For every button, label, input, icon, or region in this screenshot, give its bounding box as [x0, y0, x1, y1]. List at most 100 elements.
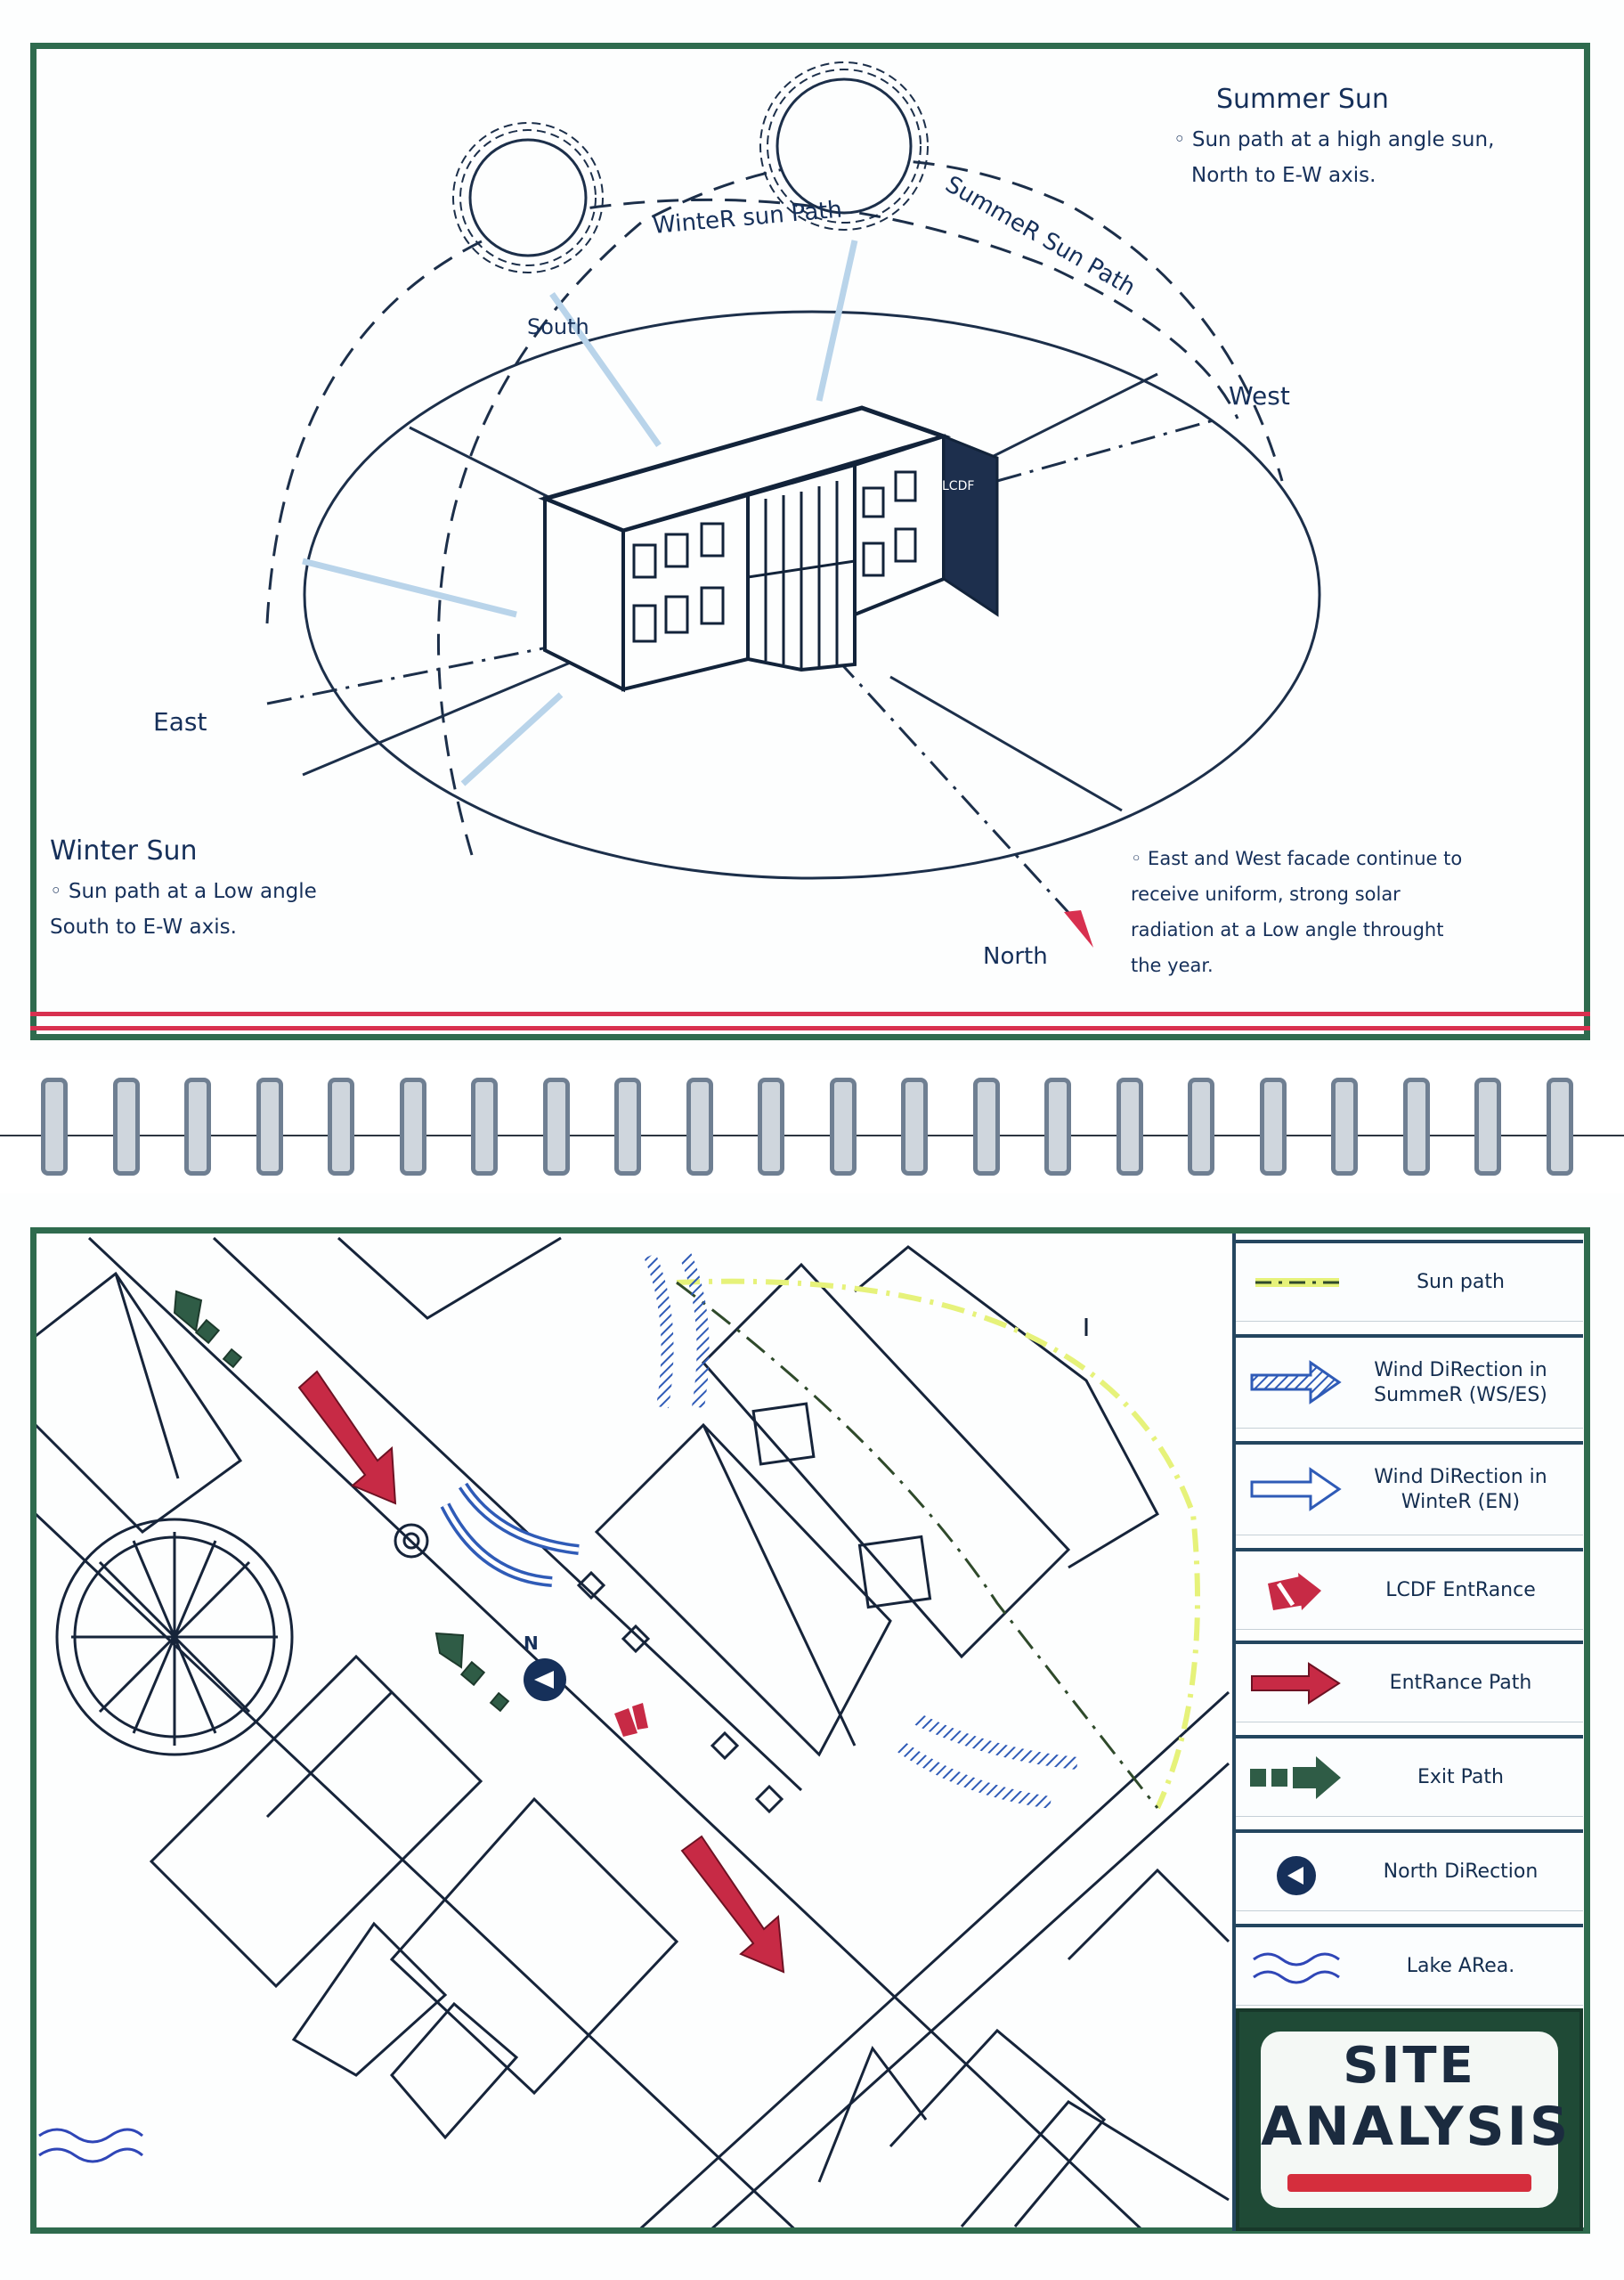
sun-path-frame — [30, 43, 1590, 1040]
facade-line-3: radiation at a Low angle throught — [1131, 919, 1444, 940]
binding-ring — [1259, 1078, 1287, 1176]
legend-item-entrance-path: EntRance Path — [1236, 1641, 1583, 1722]
title-line-2: ANALYSIS — [1261, 2096, 1571, 2158]
binding-ring — [1546, 1078, 1573, 1176]
legend-item-exit-path: Exit Path — [1236, 1735, 1583, 1817]
red-margin-line-2 — [30, 1026, 1590, 1030]
site-ground-ellipse — [303, 310, 1321, 880]
solar-rays — [302, 240, 858, 786]
binding-ring — [901, 1078, 928, 1176]
summer-sun-title: Summer Sun — [1216, 84, 1389, 115]
red-margin-line-1 — [30, 1012, 1590, 1016]
north-direction-icon — [1277, 1856, 1316, 1895]
exit-path-arrows — [173, 1290, 510, 1713]
binding-ring — [471, 1078, 498, 1176]
legend-item-north-direction: North DiRection — [1236, 1829, 1583, 1911]
legend-item-sun-path: Sun path — [1236, 1240, 1583, 1322]
entrance-path-arrow-icon — [1251, 1662, 1341, 1705]
lcdf-entrance-marker — [614, 1703, 648, 1737]
north-arrow-head — [1064, 910, 1093, 948]
binding-wire — [0, 1135, 1624, 1136]
title-card: SITE ANALYSIS — [1261, 2032, 1571, 2208]
winter-sun-icon — [452, 122, 604, 273]
lake-area-marker — [38, 2128, 143, 2163]
binding-ring — [1188, 1078, 1214, 1176]
legend-label-summer-wind: Wind DiRection in SummeR (WS/ES) — [1374, 1359, 1547, 1406]
binding-ring — [829, 1078, 857, 1176]
facade-line-2: receive uniform, strong solar — [1131, 884, 1401, 905]
left-block-buildings — [37, 1271, 243, 1534]
facade-note: ◦ East and West facade continue to recei… — [1131, 841, 1567, 983]
winter-sun-path-arc — [265, 198, 1239, 624]
upper-right-buildings — [337, 1236, 1159, 1569]
summer-wind-arrow-icon — [1250, 1360, 1342, 1405]
winter-sun-line-1: ◦ Sun path at a Low angle — [50, 880, 317, 903]
sun-path-swatch — [1255, 1278, 1339, 1287]
binding-ring — [1044, 1078, 1071, 1176]
sun-path-line — [676, 1278, 1200, 1810]
winter-sun-line-2: South to E-W axis. — [50, 916, 237, 939]
lcdf-building — [538, 405, 999, 693]
courtyard-grid-2 — [857, 1535, 932, 1609]
site-map-frame — [30, 1227, 1590, 2234]
north-axis-line — [835, 657, 1075, 919]
legend-label-lake-area: Lake ARea. — [1406, 1955, 1515, 1977]
binding-ring — [972, 1078, 1000, 1176]
legend-label-north-direction: North DiRection — [1383, 1861, 1539, 1883]
sun-path-page: LCDF WinteR sun Path SummeR Sun Path Sou… — [0, 0, 1624, 1060]
courtyard-building — [701, 1262, 1071, 1659]
exit-path-arrow-icon — [1250, 1756, 1341, 1799]
ground-grid-lines — [302, 372, 1158, 812]
courtyard-grid-1 — [751, 1402, 816, 1466]
binding-ring — [399, 1078, 426, 1176]
entrance-path-arrows — [297, 1370, 785, 1974]
lower-right-buildings — [817, 1868, 1230, 2227]
north-marker-letter: N — [524, 1633, 539, 1654]
facade-line-1: ◦ East and West facade continue to — [1131, 848, 1463, 869]
binding-ring — [1331, 1078, 1358, 1176]
lake-area-icon — [1253, 1952, 1340, 1984]
legend-item-winter-wind: Wind DiRection in WinteR (EN) — [1236, 1441, 1583, 1535]
binding-ring — [328, 1078, 354, 1176]
binding-ring — [686, 1078, 713, 1176]
road-lines — [37, 1236, 1230, 2227]
binding-ring — [1402, 1078, 1430, 1176]
legend-item-summer-wind: Wind DiRection in SummeR (WS/ES) — [1236, 1334, 1583, 1429]
binding-ring — [1474, 1078, 1501, 1176]
site-analysis-title-box: SITE ANALYSIS — [1236, 2008, 1583, 2231]
lcdf-site-building — [594, 1422, 892, 1757]
east-west-axis — [266, 417, 1221, 705]
building-sign: LCDF — [942, 479, 974, 493]
legend-label-entrance-path: EntRance Path — [1389, 1672, 1532, 1694]
winter-sun-title: Winter Sun — [50, 835, 198, 867]
legend-label-winter-wind: Wind DiRection in WinteR (EN) — [1374, 1466, 1547, 1513]
winter-wind-arrow-icon — [1250, 1467, 1342, 1511]
title-line-1: SITE — [1343, 2037, 1476, 2095]
sun-path-diagram: LCDF WinteR sun Path SummeR Sun Path Sou… — [153, 61, 1321, 970]
summer-wind-arrows — [644, 1253, 1078, 1809]
binding-ring — [1116, 1078, 1143, 1176]
facade-line-4: the year. — [1131, 955, 1214, 976]
binding-ring — [256, 1078, 283, 1176]
legend-label-exit-path: Exit Path — [1417, 1766, 1504, 1788]
binding-ring — [758, 1078, 784, 1176]
target-marker — [394, 1523, 429, 1559]
summer-sun-note: Summer Sun ◦ Sun path at a high angle su… — [1173, 84, 1565, 193]
south-label: South — [527, 314, 589, 339]
lcdf-entrance-icon — [1268, 1573, 1321, 1610]
legend-label-sun-path: Sun path — [1417, 1271, 1505, 1293]
summer-sun-line-2: North to E-W axis. — [1191, 164, 1376, 187]
winter-sun-note: Winter Sun ◦ Sun path at a Low angle Sou… — [50, 835, 406, 945]
binding-ring — [542, 1078, 570, 1176]
binding-ring — [184, 1078, 211, 1176]
legend-item-lcdf-entrance: LCDF EntRance — [1236, 1548, 1583, 1630]
east-label: East — [153, 707, 207, 737]
west-label: West — [1229, 381, 1290, 411]
summer-sun-icon — [759, 61, 929, 231]
small-plaza-squares — [576, 1570, 784, 1814]
summer-sun-line-1: ◦ Sun path at a high angle sun, — [1173, 128, 1495, 151]
north-label: North — [983, 943, 1048, 970]
binding-ring — [41, 1078, 68, 1176]
legend-label-lcdf-entrance: LCDF EntRance — [1385, 1579, 1536, 1601]
